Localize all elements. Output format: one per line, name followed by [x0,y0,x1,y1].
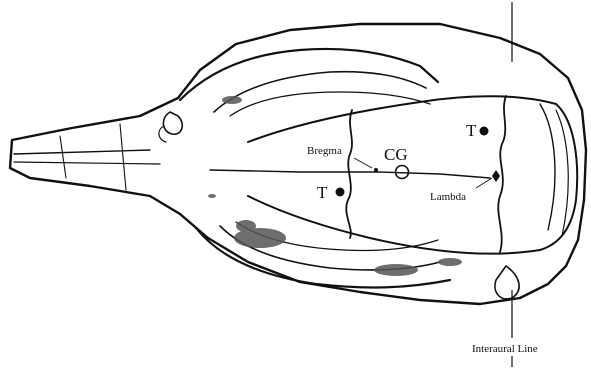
interaural-line-label: Interaural Line [472,343,538,355]
bregma-leader [354,158,372,168]
bregma-point [374,168,378,172]
skull-outline [10,24,586,304]
bregma-label: Bregma [307,145,342,157]
lambda-point-marker [492,170,500,182]
t-lower-dot [336,188,345,197]
cg-label: CG [384,145,408,164]
t-lower-label: T [317,183,328,202]
t-upper-dot [480,127,489,136]
lambda-leader [476,178,492,188]
lambda-label: Lambda [430,191,466,203]
t-upper-label: T [466,121,477,140]
